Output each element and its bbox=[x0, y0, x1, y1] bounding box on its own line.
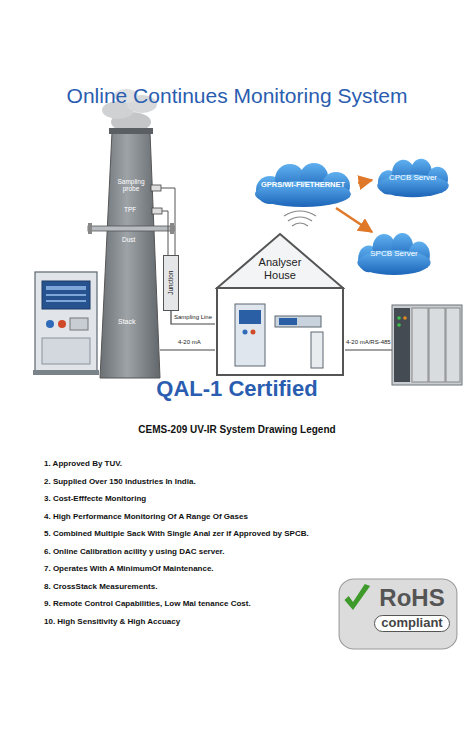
drawing-part bbox=[255, 181, 351, 207]
legend-item: 2. Supplied Over 150 Industries In India… bbox=[44, 477, 196, 486]
sampling-line bbox=[171, 311, 215, 324]
analyser-cabinet bbox=[33, 272, 99, 375]
part-label: TPF bbox=[124, 206, 136, 213]
drawing-part bbox=[217, 234, 343, 288]
part-label: Sampling probe bbox=[113, 178, 149, 193]
part-label: 4-20 mA bbox=[178, 339, 201, 346]
signal-wire bbox=[160, 350, 215, 351]
probe-line bbox=[161, 188, 175, 255]
drawing-part bbox=[412, 308, 428, 382]
drawing-part bbox=[170, 223, 174, 234]
legend-item: 1. Approved By TUV. bbox=[44, 459, 122, 468]
sampling-probe bbox=[151, 185, 161, 191]
legend-item: 3. Cost-Efffecte Monitoring bbox=[44, 494, 146, 503]
legend-item: 7. Operates With A MinimumOf Maintenance… bbox=[44, 564, 214, 573]
junction-box: Junction bbox=[163, 255, 179, 311]
network-cloud: GPRS/WI-FI/ETHERNET bbox=[248, 162, 358, 208]
drawing-part bbox=[357, 250, 430, 275]
legend-item: 8. CrossStack Measurements. bbox=[44, 582, 157, 591]
drawing-part bbox=[357, 233, 430, 275]
tpf-line bbox=[162, 211, 168, 255]
node-text: GPRS/WI-FI/ETHERNET bbox=[261, 181, 345, 190]
drawing-part bbox=[70, 318, 88, 330]
drawing-part bbox=[243, 330, 248, 335]
drawing-part bbox=[239, 310, 261, 324]
drawing-part bbox=[235, 304, 265, 366]
node-text: RoHS bbox=[379, 584, 444, 612]
drawing-part bbox=[46, 300, 86, 302]
part-label: 4-20 mA/RS-485 bbox=[346, 339, 391, 346]
node-text: Junction bbox=[167, 271, 174, 295]
stack-body bbox=[100, 132, 160, 378]
drawing-part bbox=[279, 318, 297, 325]
rohs-badge: RoHS compliant bbox=[338, 578, 458, 650]
drawing-part bbox=[344, 584, 370, 610]
part-label: Dust bbox=[122, 236, 135, 243]
data-arrow bbox=[336, 208, 372, 232]
server-cloud: CPCB Server bbox=[372, 158, 454, 198]
drawing-part bbox=[251, 330, 256, 335]
drawing-part bbox=[397, 323, 401, 327]
node-text: compliant bbox=[374, 615, 449, 632]
drawing-part bbox=[58, 320, 66, 328]
drawing-part bbox=[46, 286, 86, 290]
part-label: Stack bbox=[118, 318, 136, 326]
server-cloud: SPCB Server bbox=[352, 232, 436, 276]
drawing-part bbox=[429, 308, 445, 382]
drawing-part bbox=[42, 281, 90, 309]
legend-heading: CEMS-209 UV-IR System Drawing Legend bbox=[0, 424, 474, 436]
data-arrow bbox=[358, 180, 372, 183]
edge-label: Sampling Line bbox=[174, 314, 212, 321]
drawing-part bbox=[284, 211, 316, 216]
analyser-house: Analyser House bbox=[215, 232, 345, 377]
drawing-part bbox=[46, 294, 86, 296]
drawing-part bbox=[403, 316, 407, 320]
drawing-part bbox=[446, 308, 460, 382]
legend-item: 4. High Performance Monitoring Of A Rang… bbox=[44, 512, 248, 521]
legend-item: 10. High Sensitivity & High Accuacy bbox=[44, 617, 180, 626]
drawing-part bbox=[35, 272, 97, 372]
signal-wire bbox=[345, 349, 392, 350]
drawing-part bbox=[275, 316, 321, 327]
drawing-part bbox=[377, 159, 449, 197]
plc-rack bbox=[392, 305, 462, 385]
drawing-part bbox=[255, 163, 351, 207]
drawing-part bbox=[88, 223, 92, 234]
certification-label: QAL-1 Certified bbox=[0, 376, 474, 401]
legend-item: 9. Remote Control Capabilities, Low Mai … bbox=[44, 599, 251, 608]
drawing-part bbox=[311, 332, 323, 368]
drawing-part bbox=[392, 305, 462, 385]
drawing-part bbox=[33, 370, 99, 375]
drawing-part bbox=[339, 579, 457, 649]
tpf-probe bbox=[152, 208, 162, 214]
drawing-part bbox=[394, 308, 410, 382]
drawing-part bbox=[217, 288, 343, 375]
legend-item: 5. Combined Multiple Sack With Single An… bbox=[44, 529, 309, 538]
drawing-part bbox=[397, 316, 401, 320]
node-text: CPCB Server bbox=[389, 173, 437, 182]
drawing-part bbox=[42, 338, 90, 364]
drawing-part bbox=[288, 217, 312, 221]
analyser-house-outline bbox=[215, 232, 345, 377]
cross-pipe bbox=[88, 226, 174, 231]
title: Online Continues Monitoring System bbox=[0, 84, 474, 108]
stack-cap bbox=[109, 128, 153, 134]
drawing-part bbox=[292, 223, 308, 226]
drawing-part bbox=[46, 320, 54, 328]
node-text: SPCB Server bbox=[370, 249, 418, 258]
legend-item: 6. Online Calibration acility y using DA… bbox=[44, 547, 225, 556]
node-text: Analyser House bbox=[245, 256, 315, 281]
wireless-waves bbox=[284, 211, 316, 226]
drawing-part bbox=[164, 256, 179, 311]
